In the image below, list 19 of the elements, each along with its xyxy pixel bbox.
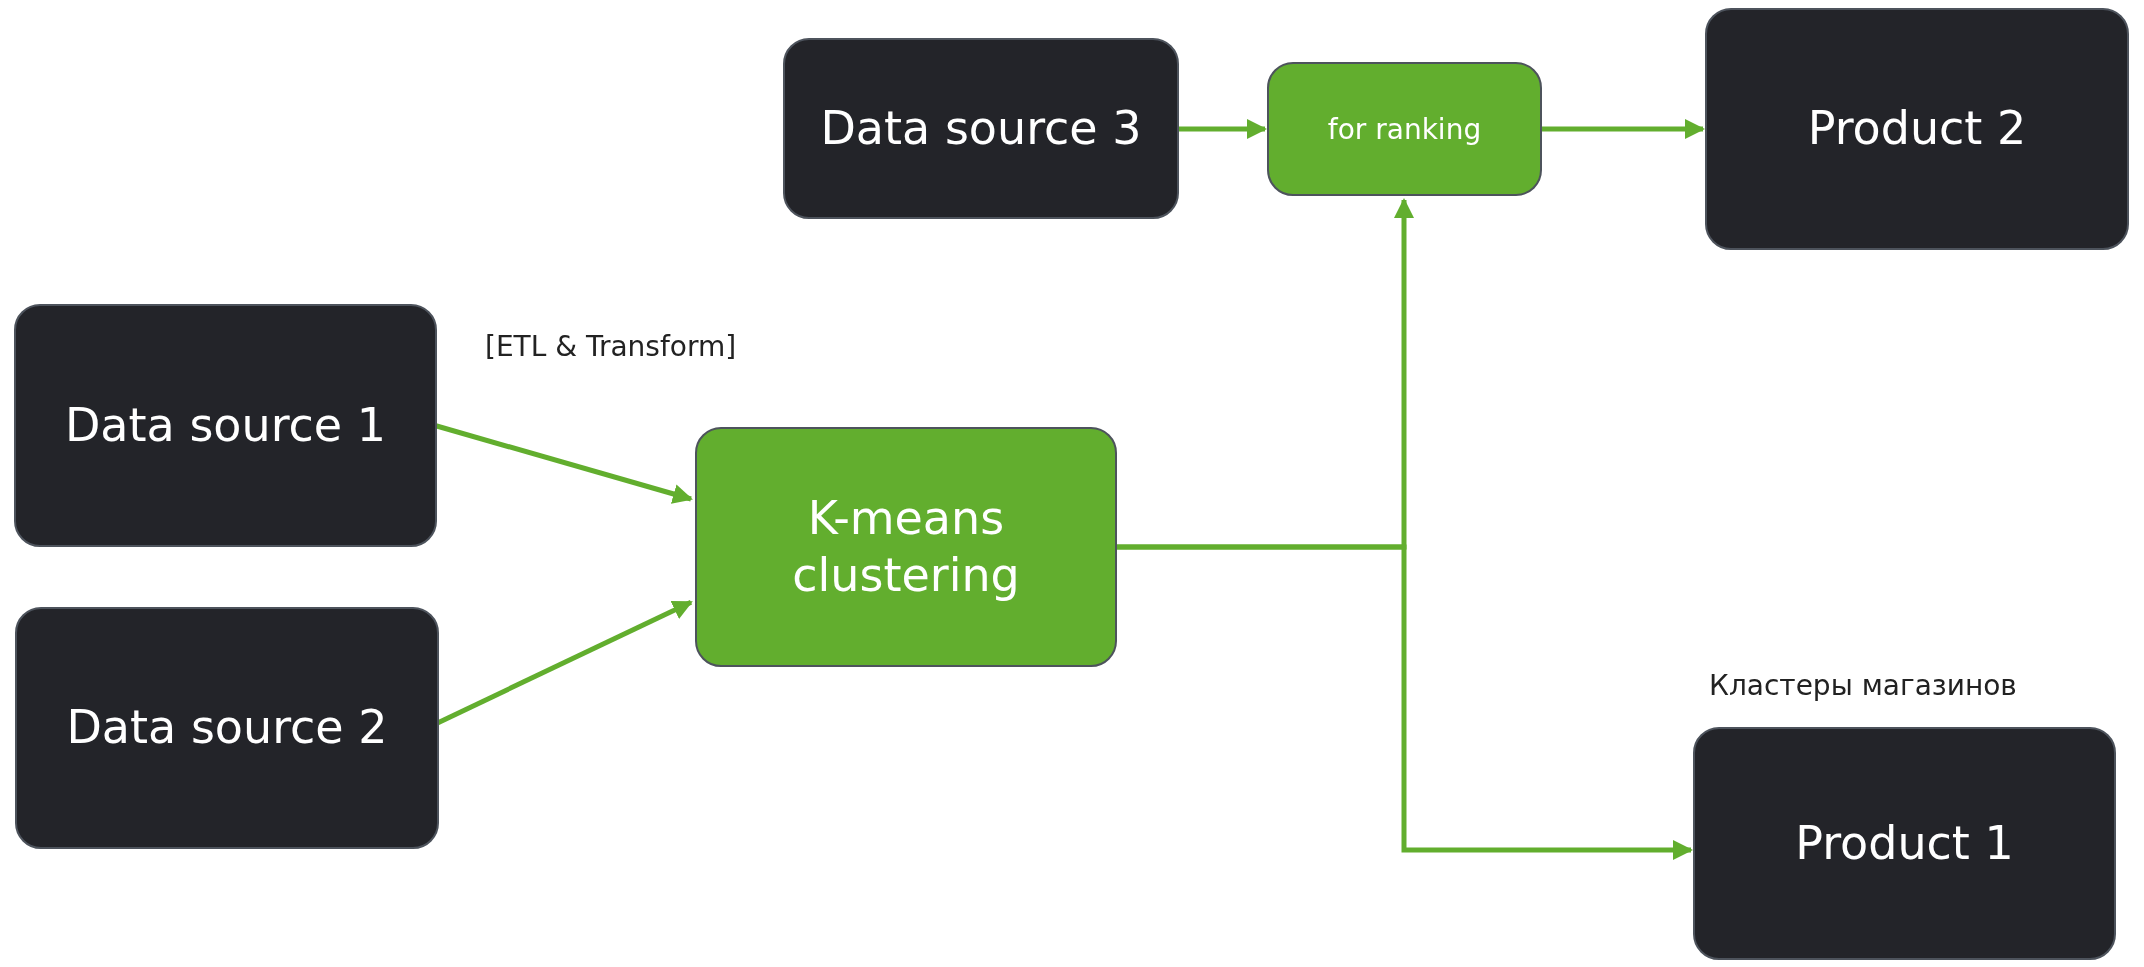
node-label: Data source 2	[65, 699, 389, 757]
node-label: for ranking	[1326, 111, 1483, 147]
product-box	[1693, 727, 2116, 960]
data-source-box	[15, 607, 439, 849]
node-label: Data source 1	[63, 396, 388, 454]
model-box	[695, 427, 1117, 667]
arrow	[1117, 544, 1693, 860]
node-label: Product 2	[1806, 100, 2028, 158]
model-box	[1267, 62, 1542, 196]
annotation-label: [ETL & Transform]	[485, 330, 737, 363]
data-source-box	[14, 304, 437, 547]
data-source-box	[783, 38, 1179, 219]
node-caption: Кластеры магазинов	[1709, 669, 2017, 702]
product-box	[1705, 8, 2129, 250]
node-label: Data source 3	[819, 99, 1143, 157]
node-label: K-means clustering	[791, 489, 1021, 604]
arrow	[1542, 119, 1705, 139]
arrow	[1179, 119, 1267, 139]
node-label: Product 1	[1794, 814, 2015, 872]
